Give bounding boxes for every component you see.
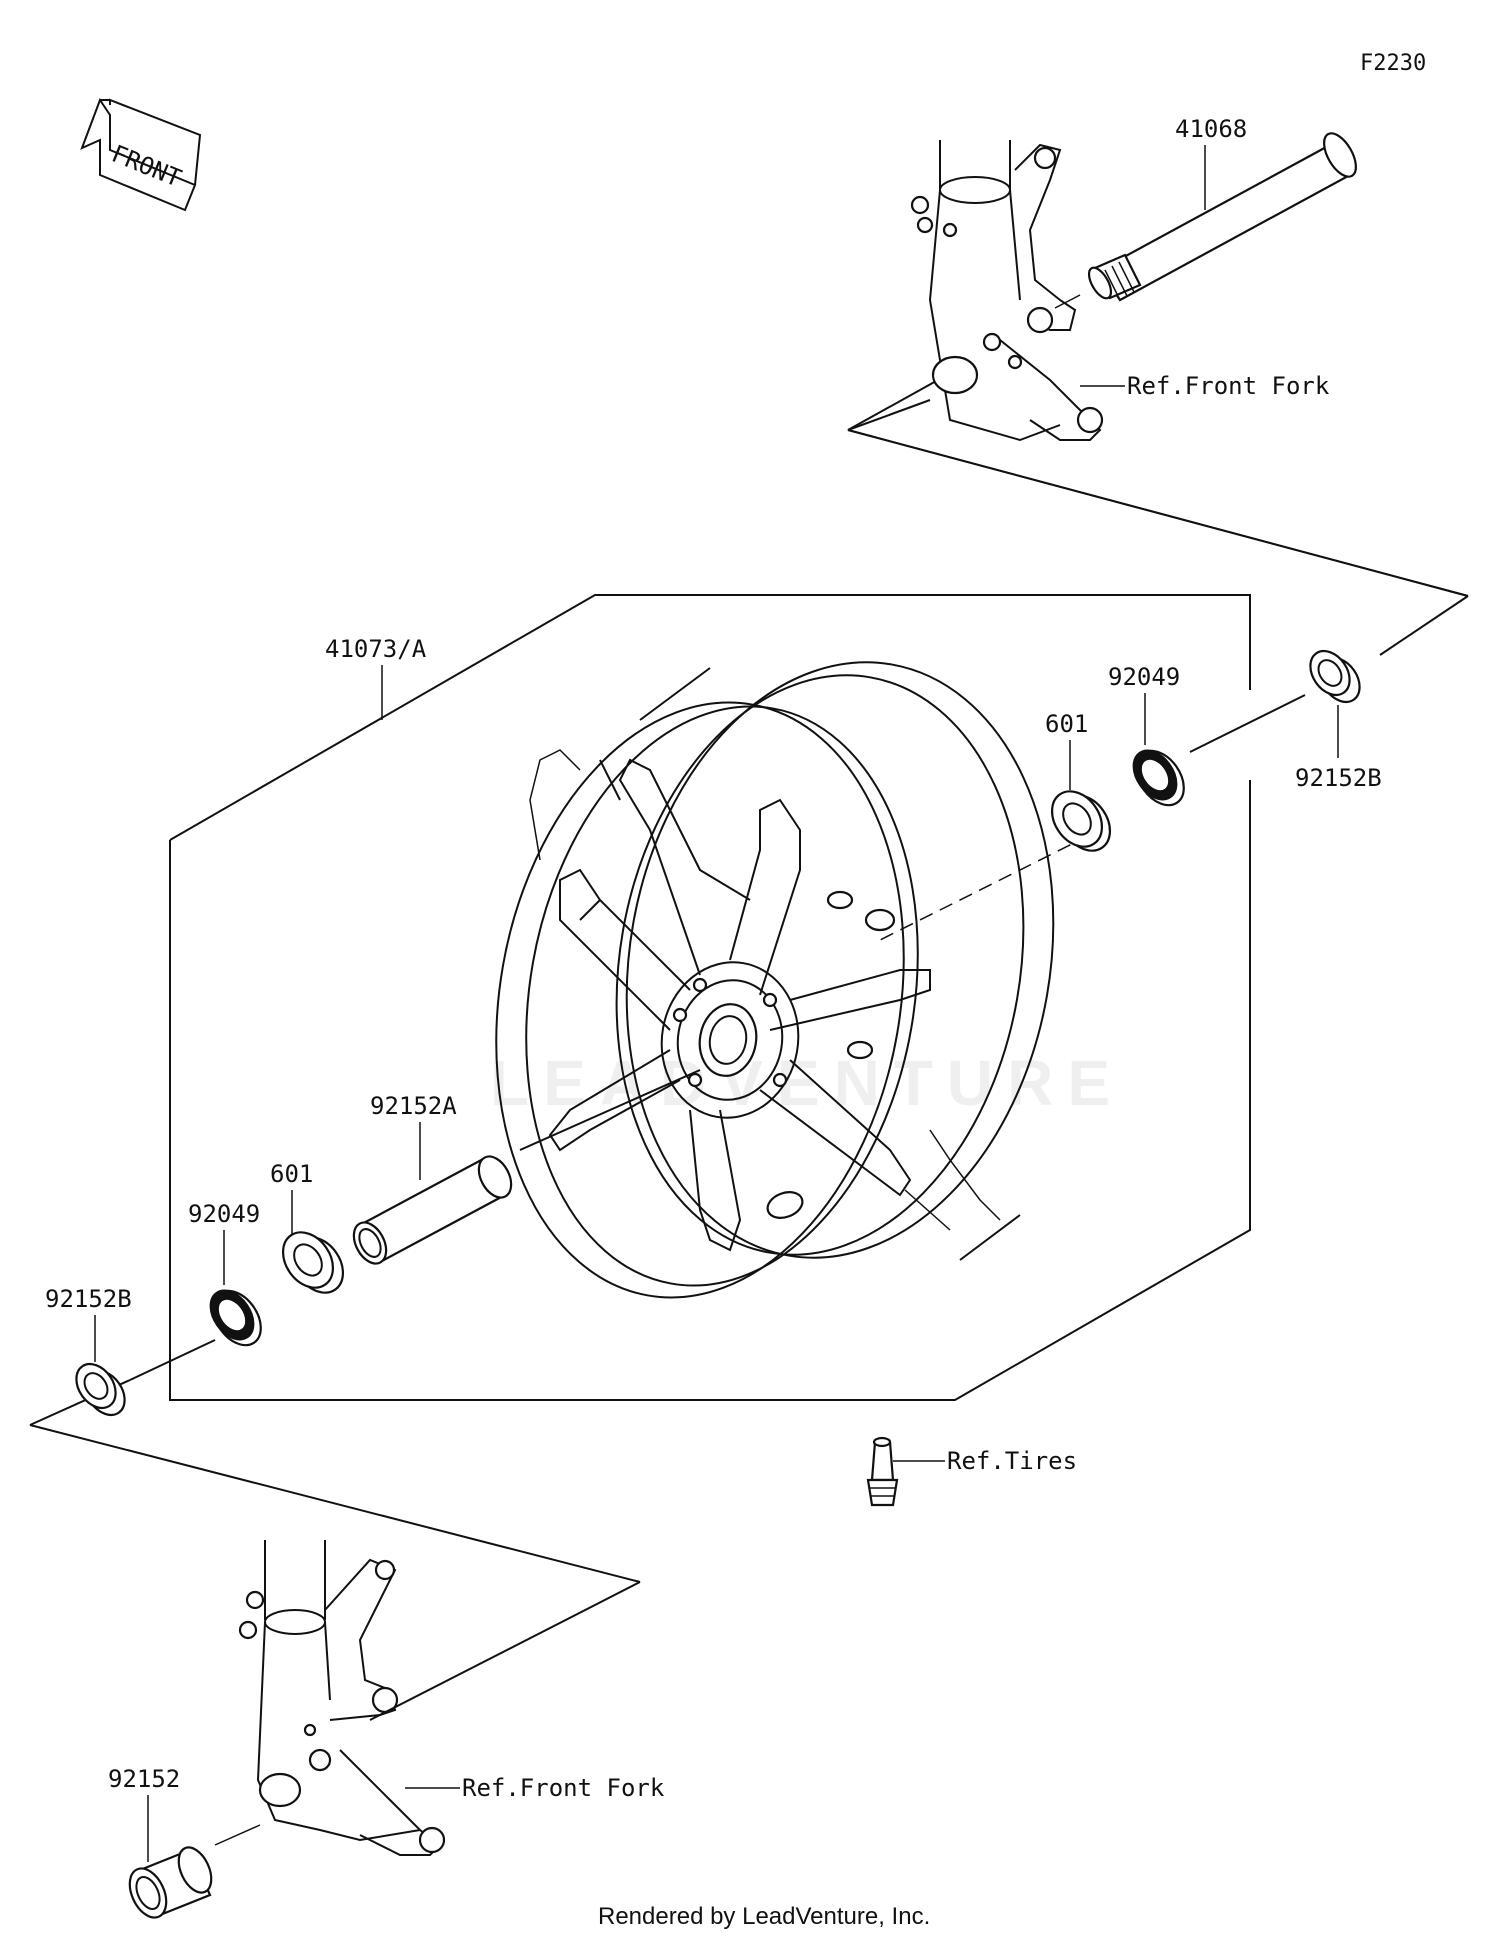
collar-right-part-icon [1309,649,1361,704]
valve-stem-icon [866,1436,899,1507]
label-601-left: 601 [270,1160,313,1188]
front-fork-lower-drawing [238,1540,641,1856]
seal-left-part-icon [209,1289,262,1347]
axle-part-icon [1054,132,1357,309]
collar-left-part-icon [75,1362,126,1417]
bearing-left-part-icon [281,1231,345,1294]
footer-credit: Rendered by LeadVenture, Inc. [598,1903,930,1930]
label-92049-left: 92049 [188,1200,260,1228]
label-41068: 41068 [1175,115,1247,143]
axis-line-right [879,834,1091,941]
label-601-right: 601 [1045,710,1088,738]
label-92152a: 92152A [370,1092,457,1120]
front-wheel-drawing [495,661,1055,1299]
axis-line-far-right [1189,694,1306,753]
label-92049-right: 92049 [1108,663,1180,691]
label-92152b-right: 92152B [1295,764,1382,792]
front-arrow-icon: FRONT [80,97,202,212]
axis-line-left [519,1069,701,1151]
front-arrow-label: FRONT [108,140,185,193]
label-41073-a: 41073/A [325,635,427,663]
label-92152b-left: 92152B [45,1285,132,1313]
spacer-part-icon [352,1155,513,1265]
label-92152: 92152 [108,1765,180,1793]
seal-right-part-icon [1132,749,1185,807]
axis-line-far-left [129,1339,216,1381]
ref-front-fork-upper-label: Ref.Front Fork [1127,372,1330,400]
ref-front-fork-lower-label: Ref.Front Fork [462,1774,665,1802]
front-fork-upper-drawing [847,140,1469,597]
collar-fork-part-icon [128,1846,213,1919]
bearing-right-part-icon [1050,790,1112,852]
ref-tires-label: Ref.Tires [947,1447,1077,1475]
leadventure-watermark: LEADVENTURE [490,1047,1124,1119]
diagram-code: F2230 [1360,51,1426,76]
